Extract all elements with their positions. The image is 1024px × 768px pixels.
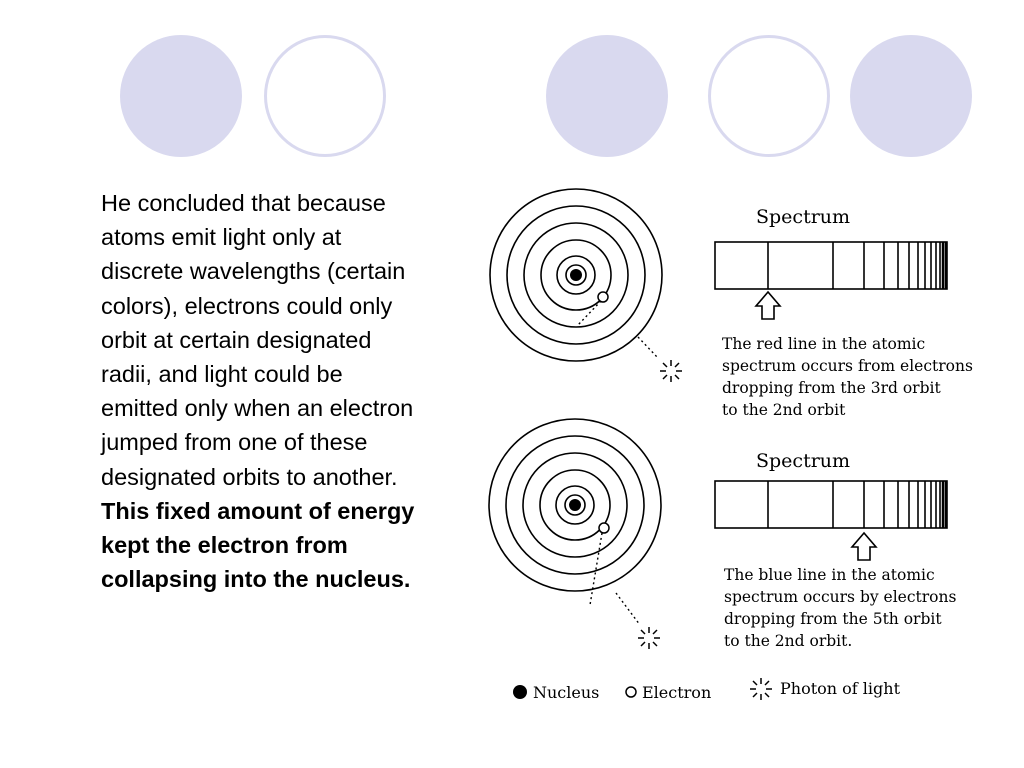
orbit-3 — [523, 222, 629, 328]
legend: Nucleus Electron Photon of light — [513, 678, 901, 702]
atom-bottom — [488, 418, 662, 592]
body-line: jumped from one of these — [101, 429, 368, 456]
body-paragraph: He concluded that because atoms emit lig… — [101, 186, 493, 596]
body-line: He concluded that because — [101, 190, 386, 216]
photon-icon — [660, 360, 682, 382]
body-line: discrete wavelengths (certain — [101, 258, 406, 285]
orbit-1 — [556, 255, 596, 295]
caption-bottom: The blue line in the atomic spectrum occ… — [724, 566, 956, 650]
atom-top — [489, 188, 663, 362]
decor-circle-outline-2 — [708, 35, 830, 157]
nucleus-ring — [564, 494, 586, 516]
caption-top: The red line in the atomic spectrum occu… — [722, 335, 973, 419]
legend-nucleus-icon — [513, 685, 527, 699]
caption-line: to the 2nd orbit. — [724, 632, 852, 650]
orbit-1 — [555, 485, 595, 525]
orbit-5 — [488, 418, 662, 592]
spectrum-bar-bottom — [714, 480, 948, 529]
body-line: atoms emit light only at — [101, 224, 342, 251]
legend-electron-icon — [625, 686, 637, 698]
bold-line: collapsing into the nucleus. — [101, 566, 411, 593]
photon-path — [637, 336, 659, 359]
body-line: emitted only when an electron — [101, 395, 414, 422]
legend-nucleus-label: Nucleus — [533, 683, 599, 702]
legend-photon-label: Photon of light — [780, 679, 901, 698]
body-line: orbit at certain designated — [101, 326, 372, 353]
orbit-2 — [539, 469, 611, 541]
nucleus-icon — [569, 499, 581, 511]
decor-circle-filled-1 — [120, 35, 242, 157]
body-line: radii, and light could be — [101, 361, 343, 388]
decor-circle-filled-2 — [546, 35, 668, 157]
nucleus-icon — [570, 269, 582, 281]
caption-line: dropping from the 3rd orbit — [722, 379, 941, 397]
body-line: designated orbits to another. — [101, 463, 398, 490]
spectrum-bar-top — [714, 241, 948, 290]
caption-line: The red line in the atomic — [722, 335, 925, 353]
legend-electron-label: Electron — [642, 683, 711, 702]
electron-path — [577, 300, 602, 326]
bold-line: This fixed amount of energy — [101, 497, 415, 524]
up-arrow-icon — [850, 531, 878, 561]
bold-line: kept the electron from — [101, 532, 348, 559]
electron-icon — [598, 522, 610, 534]
decor-circle-outline-1 — [264, 35, 386, 157]
caption-line: spectrum occurs from electrons — [722, 357, 973, 375]
up-arrow-icon — [754, 290, 782, 320]
nucleus-ring — [565, 264, 587, 286]
caption-line: dropping from the 5th orbit — [724, 610, 942, 628]
body-line: colors), electrons could only — [101, 292, 393, 319]
orbit-2 — [540, 239, 612, 311]
caption-line: spectrum occurs by electrons — [724, 588, 956, 606]
photon-icon — [638, 627, 660, 649]
orbit-4 — [506, 205, 646, 345]
electron-path — [589, 532, 603, 606]
spectrum-label-top: Spectrum — [756, 206, 850, 228]
legend-photon-icon — [750, 678, 772, 700]
caption-line: to the 2nd orbit — [722, 401, 846, 419]
photon-path — [615, 592, 641, 626]
orbit-4 — [505, 435, 645, 575]
decor-circle-filled-3 — [850, 35, 972, 157]
orbit-3 — [522, 452, 628, 558]
electron-icon — [597, 291, 609, 303]
bohr-atom-diagram: Spectrum The red line in the atomic spec… — [488, 188, 973, 702]
orbit-5 — [489, 188, 663, 362]
spectrum-label-bottom: Spectrum — [756, 450, 850, 472]
caption-line: The blue line in the atomic — [724, 566, 935, 584]
